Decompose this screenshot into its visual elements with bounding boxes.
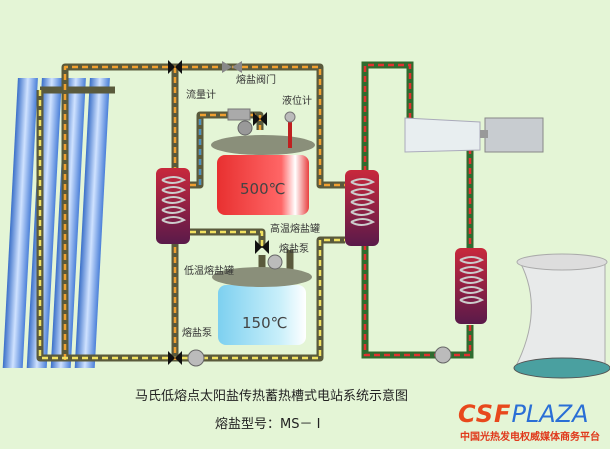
- heat-exchanger: [345, 170, 379, 246]
- generator: [480, 117, 544, 153]
- steam-pipes: [361, 61, 474, 359]
- heat-exchanger: [455, 248, 487, 324]
- flow-meter-label: 流量计: [186, 90, 216, 101]
- level-meter-label: 液位计: [282, 96, 312, 107]
- logo-tagline: 中国光热发电权威媒体商务平台: [460, 432, 600, 443]
- molten-salt-valve-label: 熔盐阀门: [236, 75, 276, 86]
- pump-label-bottom: 熔盐泵: [182, 328, 212, 339]
- valve-icon: [253, 112, 267, 126]
- pump-label-top: 熔盐泵: [279, 244, 309, 255]
- molten-salt-valve-icon: [222, 61, 242, 73]
- hot-salt-tank: [211, 111, 315, 215]
- diagram-title: 马氏低熔点太阳盐传热蓄热槽式电站系统示意图: [135, 389, 409, 404]
- pump-icon: [187, 349, 205, 367]
- heat-exchanger: [156, 168, 190, 244]
- pump-icon: [434, 346, 452, 364]
- diagram-subtitle: 熔盐型号：MS－ I: [215, 417, 321, 432]
- steam-turbine: [404, 117, 481, 153]
- cold-tank-label: 低温熔盐罐: [184, 266, 234, 277]
- valve-icon: [168, 60, 182, 74]
- flow-meter-icon: [227, 108, 251, 121]
- cooling-tower: [513, 253, 610, 379]
- salt-pipes: [36, 63, 345, 362]
- valve-icon: [255, 240, 269, 254]
- cold-tank-temperature: 150℃: [242, 314, 288, 332]
- cold-salt-tank: [212, 254, 312, 345]
- hot-tank-label: 高温熔盐罐: [270, 224, 320, 235]
- csfplaza-logo: CSFPLAZA: [458, 400, 589, 428]
- hot-tank-temperature: 500℃: [240, 180, 286, 198]
- solar-collector-field: [2, 78, 110, 368]
- valve-icon: [168, 351, 182, 365]
